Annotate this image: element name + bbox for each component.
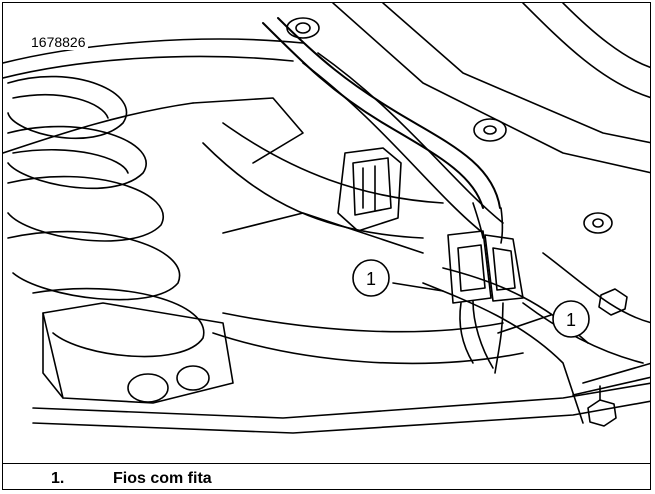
svg-text:1: 1 (566, 310, 576, 330)
legend-number: 1. (51, 470, 65, 487)
bolt (583, 212, 613, 234)
callout-leader (392, 282, 552, 334)
taped-wires (459, 300, 504, 374)
callout-1: 1 (552, 300, 590, 338)
bolt (587, 385, 617, 427)
wiring-harness (262, 17, 504, 244)
coil-spring (7, 75, 205, 358)
bolt (598, 288, 628, 316)
shock-mount (42, 302, 234, 404)
electrical-connector (337, 147, 402, 232)
figure-frame: 1 1 1678826 1. Fios com fita (2, 2, 651, 490)
legend-text: Fios com fita (113, 470, 212, 487)
legend: 1. Fios com fita (3, 463, 650, 489)
figure-id: 1678826 (29, 34, 88, 50)
electrical-connector (484, 234, 524, 302)
bolt (473, 118, 507, 142)
technical-illustration: 1 1 (3, 3, 650, 434)
callout-1: 1 (352, 259, 390, 297)
bolt (286, 17, 320, 39)
svg-text:1: 1 (366, 269, 376, 289)
chassis-frame (3, 3, 650, 434)
electrical-connector (447, 230, 492, 304)
